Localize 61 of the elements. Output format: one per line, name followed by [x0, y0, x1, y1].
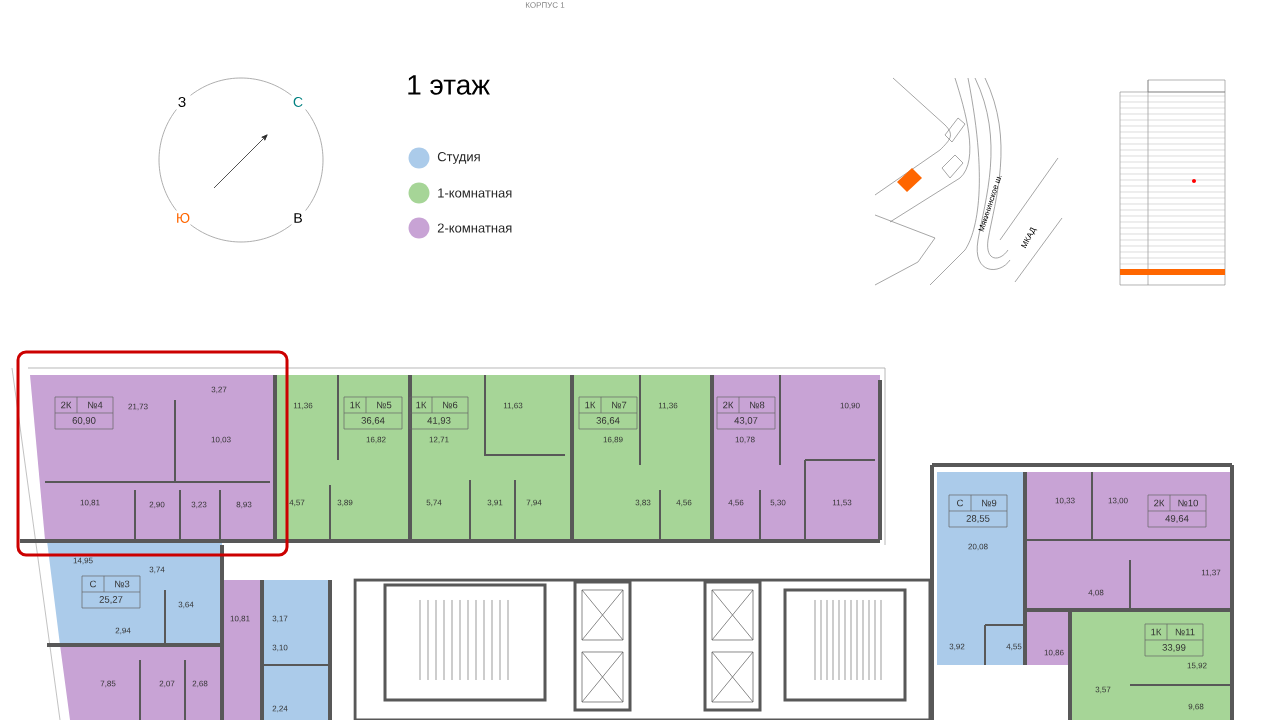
area-label: 10,86 [1044, 649, 1064, 657]
area-label: 5,30 [770, 499, 786, 507]
area-label: 11,36 [293, 402, 313, 410]
area-label: 20,08 [968, 543, 988, 551]
area-label: 9,68 [1188, 703, 1204, 711]
legend-label: 1-комнатная [438, 188, 512, 198]
apartment-tag: 1К №11 33,99 [1144, 623, 1204, 657]
compass-letter: С [293, 97, 303, 107]
area-label: 13,00 [1108, 497, 1128, 505]
area-label: 10,90 [840, 402, 860, 410]
area-label: 10,33 [1055, 497, 1075, 505]
area-label: 3,57 [1095, 686, 1111, 694]
area-label: 3,17 [272, 615, 288, 623]
area-label: 21,73 [128, 403, 148, 411]
area-label: 2,94 [115, 627, 131, 635]
area-label: 11,37 [1201, 569, 1221, 577]
area-label: 14,95 [73, 557, 93, 565]
apartment-tag: 1К №5 36,64 [343, 396, 403, 430]
area-label: 8,93 [236, 501, 252, 509]
area-label: 4,55 [1006, 643, 1022, 651]
area-label: 11,36 [658, 402, 678, 410]
area-label: 11,63 [503, 402, 523, 410]
area-label: 2,07 [159, 680, 175, 688]
compass-letter: Ю [177, 213, 190, 223]
area-label: 10,81 [80, 499, 100, 507]
area-label: 10,81 [230, 615, 250, 623]
legend-label: Студия [437, 152, 480, 164]
area-label: 3,74 [149, 566, 165, 574]
area-label: 3,83 [635, 499, 651, 507]
legend-label: 2-комнатная [437, 223, 512, 233]
area-label: 3,91 [487, 499, 503, 507]
area-label: 3,92 [949, 643, 965, 651]
apartment-tag: 2К №10 49,64 [1147, 494, 1207, 528]
compass-letter: В [294, 213, 302, 223]
area-label: 4,56 [676, 499, 692, 507]
apartment-tag: 2К №8 43,07 [716, 396, 776, 430]
apartment-tag: С №9 28,55 [948, 494, 1008, 528]
area-label: 4,57 [289, 499, 305, 507]
area-label: 11,53 [832, 499, 852, 507]
area-label: 3,64 [178, 601, 194, 609]
apartment-tag: 1К №7 36,64 [578, 396, 638, 430]
area-label: 7,94 [526, 499, 542, 507]
apartment-tag: 1К №6 41,93 [409, 396, 469, 430]
building-label: КОРПУС 1 [525, 2, 565, 8]
area-label: 3,89 [337, 499, 353, 507]
area-label: 7,85 [100, 680, 116, 688]
area-label: 10,03 [211, 436, 231, 444]
area-label: 2,24 [272, 705, 288, 713]
area-label: 2,90 [149, 501, 165, 509]
floor-title: 1 этаж [408, 75, 490, 95]
apartment-tag: 2К №4 60,90 [54, 396, 114, 430]
area-label: 15,92 [1187, 662, 1207, 670]
area-label: 2,68 [192, 680, 208, 688]
area-label: 4,08 [1088, 589, 1104, 597]
area-label: 3,10 [272, 644, 288, 652]
area-label: 3,27 [211, 386, 227, 394]
area-label: 4,56 [728, 499, 744, 507]
apartment-tag: С №3 25,27 [81, 575, 141, 609]
area-label: 5,74 [426, 499, 442, 507]
compass-letter: З [178, 97, 186, 107]
area-label: 3,23 [191, 501, 207, 509]
